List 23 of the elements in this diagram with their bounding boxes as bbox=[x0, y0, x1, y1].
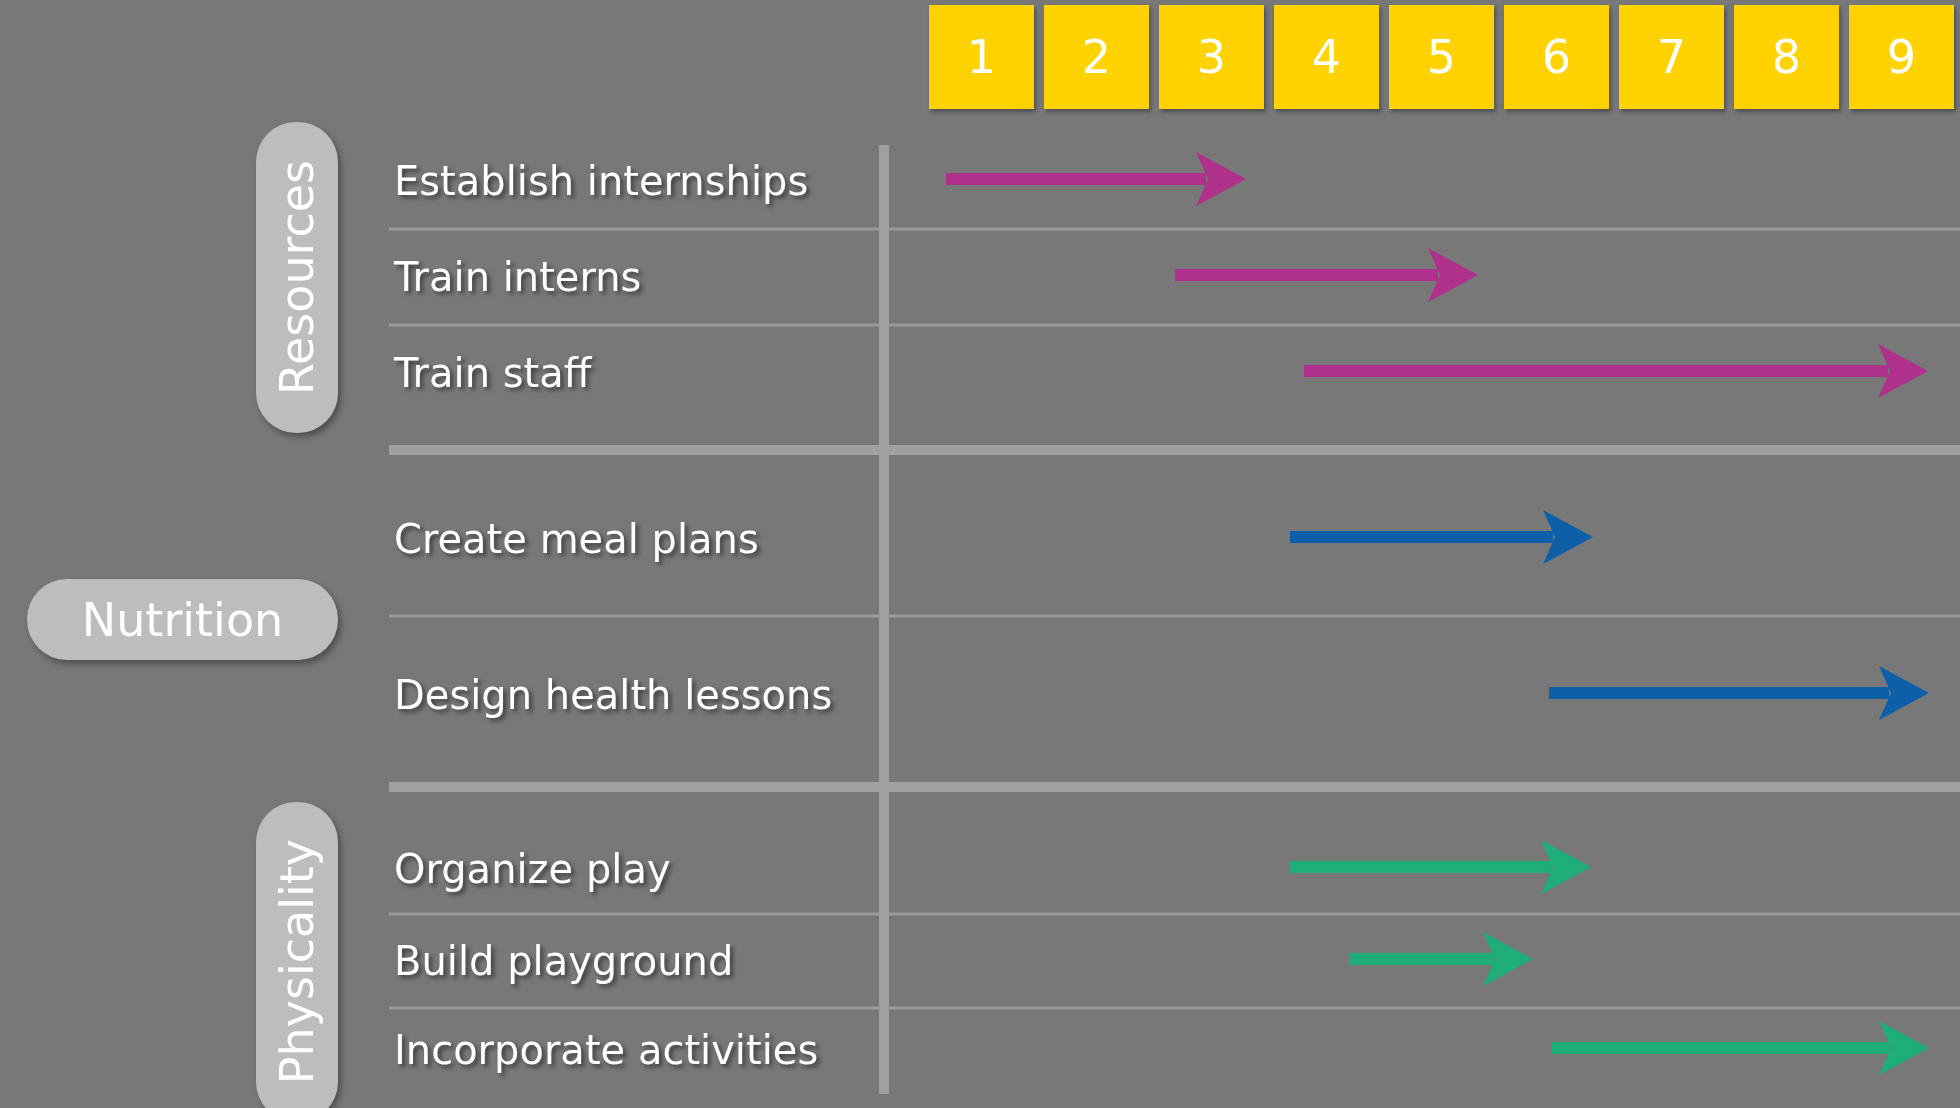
category-label: Resources bbox=[270, 160, 324, 395]
task-label: Train interns bbox=[394, 254, 642, 300]
task-label: Create meal plans bbox=[394, 516, 759, 562]
period-box: 1 bbox=[929, 5, 1034, 109]
task-label: Establish internships bbox=[394, 158, 809, 204]
task-label: Train staff bbox=[394, 350, 592, 396]
period-box: 2 bbox=[1044, 5, 1149, 109]
task-label: Incorporate activities bbox=[394, 1027, 819, 1073]
category-label: Physicality bbox=[270, 839, 324, 1085]
task-label: Organize play bbox=[394, 846, 671, 892]
category-pill bbox=[256, 122, 338, 433]
period-box: 3 bbox=[1159, 5, 1264, 109]
category-pill bbox=[256, 802, 338, 1108]
period-box: 7 bbox=[1619, 5, 1724, 109]
period-box: 5 bbox=[1389, 5, 1494, 109]
period-box: 8 bbox=[1734, 5, 1839, 109]
period-box: 4 bbox=[1274, 5, 1379, 109]
category-pill bbox=[27, 579, 338, 660]
category-label: Nutrition bbox=[81, 592, 284, 647]
period-box: 9 bbox=[1849, 5, 1954, 109]
task-label: Build playground bbox=[394, 938, 734, 984]
period-box: 6 bbox=[1504, 5, 1609, 109]
task-label: Design health lessons bbox=[394, 672, 833, 718]
